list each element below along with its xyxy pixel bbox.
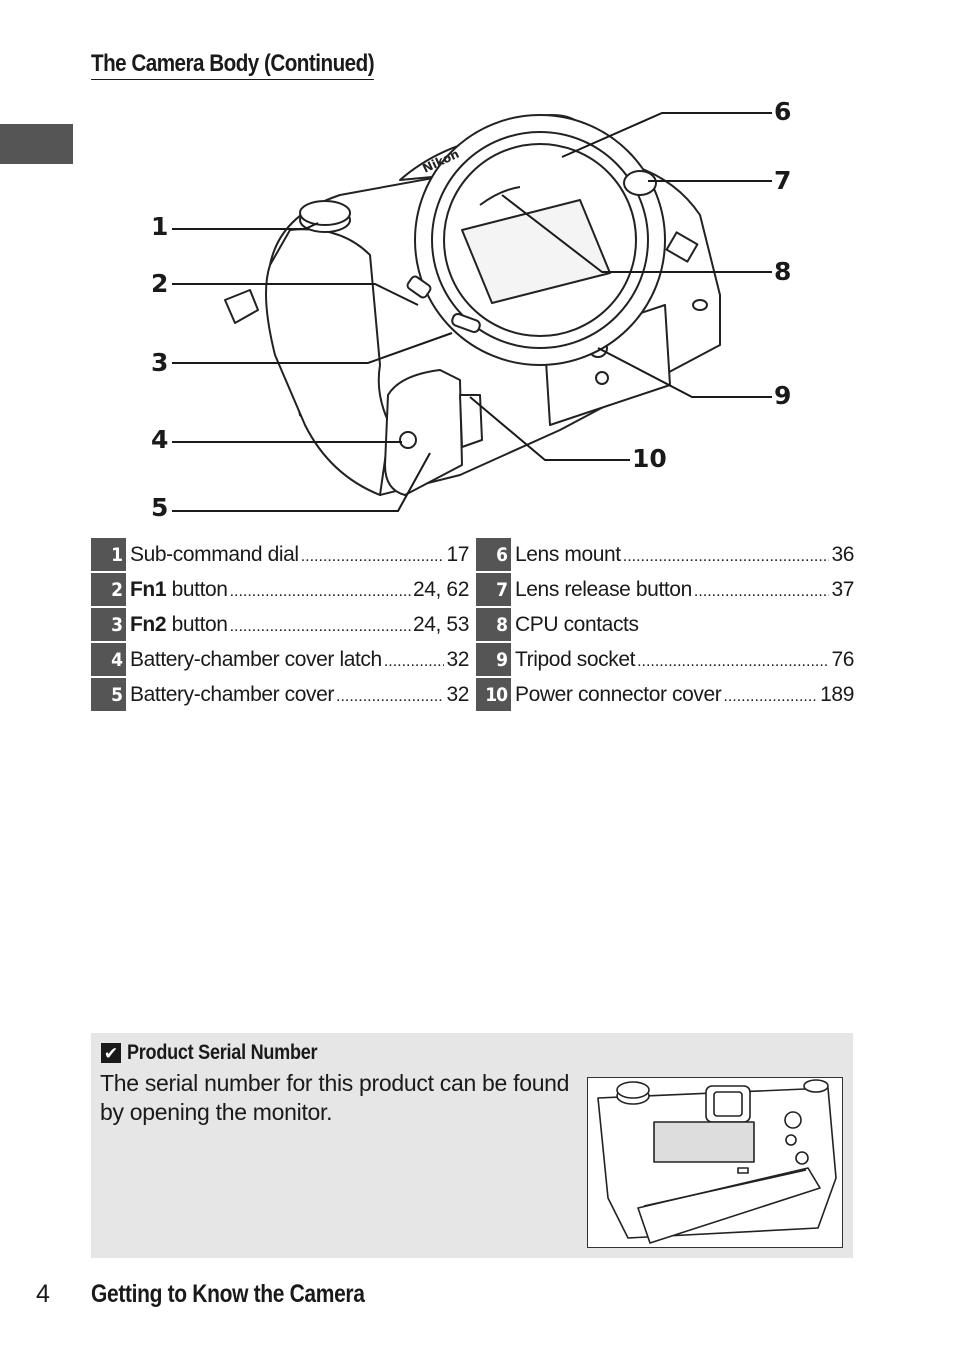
callout-6: 6 — [774, 97, 792, 126]
legend-page-ref: 76 — [831, 647, 854, 671]
legend-number: 7 — [476, 573, 511, 606]
legend-item: 8 CPU contacts — [476, 607, 854, 642]
legend-left: 1 Sub-command dial17 2 Fn1 button24, 62 … — [91, 537, 469, 712]
legend-page-ref: 37 — [831, 577, 854, 601]
legend-item: 10 Power connector cover 189 — [476, 677, 854, 712]
camera-front-diagram: Nikon — [172, 112, 772, 512]
legend-label: CPU contacts — [515, 612, 639, 636]
legend-page-ref: 32 — [446, 647, 469, 671]
callout-10: 10 — [632, 444, 667, 473]
legend-page-ref: 17 — [446, 542, 469, 566]
legend-number: 5 — [91, 678, 126, 711]
callout-7: 7 — [774, 166, 792, 195]
legend-label: Lens mount — [515, 542, 621, 566]
legend-page-ref: 189 — [820, 682, 854, 706]
legend-label: Power connector cover — [515, 682, 722, 706]
legend-item: 9 Tripod socket 76 — [476, 642, 854, 677]
legend-number: 10 — [476, 678, 511, 711]
callout-9: 9 — [774, 381, 792, 410]
legend-right: 6 Lens mount 36 7 Lens release button 37 8… — [476, 537, 854, 712]
legend-number: 4 — [91, 643, 126, 676]
legend-number: 8 — [476, 608, 511, 641]
callout-5: 5 — [151, 493, 169, 522]
camera-rear-monitor-illustration — [587, 1077, 843, 1248]
chapter-title: Getting to Know the Camera — [91, 1280, 365, 1308]
legend-label: Sub-command dial — [130, 542, 299, 566]
legend-number: 9 — [476, 643, 511, 676]
legend-number: 1 — [91, 538, 126, 571]
legend-item: 2 Fn1 button24, 62 — [91, 572, 469, 607]
callout-4: 4 — [151, 425, 169, 454]
legend-number: 2 — [91, 573, 126, 606]
legend-number: 6 — [476, 538, 511, 571]
legend-label: button — [166, 577, 228, 601]
legend-item: 6 Lens mount 36 — [476, 537, 854, 572]
note-body: The serial number for this product can b… — [100, 1070, 570, 1125]
legend-item: 7 Lens release button 37 — [476, 572, 854, 607]
callout-3: 3 — [151, 348, 169, 377]
page-number: 4 — [36, 1280, 50, 1308]
legend-item: 1 Sub-command dial 17 — [91, 537, 469, 572]
legend-page-ref: 36 — [831, 542, 854, 566]
legend-number: 3 — [91, 608, 126, 641]
legend-page-ref: 24, 53 — [413, 612, 469, 636]
legend-item: 5 Battery-chamber cover 32 — [91, 677, 469, 712]
note-title: Product Serial Number — [127, 1041, 318, 1064]
legend-item: 3 Fn2 button24, 53 — [91, 607, 469, 642]
legend-item: 4 Battery-chamber cover latch 32 — [91, 642, 469, 677]
section-title: The Camera Body (Continued) — [91, 50, 375, 80]
callout-2: 2 — [151, 269, 169, 298]
legend-label: Battery-chamber cover — [130, 682, 335, 706]
legend-page-ref: 24, 62 — [413, 577, 469, 601]
callout-1: 1 — [151, 212, 169, 241]
callout-8: 8 — [774, 257, 792, 286]
legend-label: Tripod socket — [515, 647, 636, 671]
checkmark-icon: ✔ — [101, 1043, 121, 1063]
legend-page-ref: 32 — [446, 682, 469, 706]
serial-number-note: ✔ Product Serial Number The serial numbe… — [91, 1033, 853, 1258]
legend-label: Lens release button — [515, 577, 692, 601]
legend-label: Battery-chamber cover latch — [130, 647, 382, 671]
chapter-tab — [0, 124, 73, 164]
legend-label: button — [166, 612, 228, 636]
